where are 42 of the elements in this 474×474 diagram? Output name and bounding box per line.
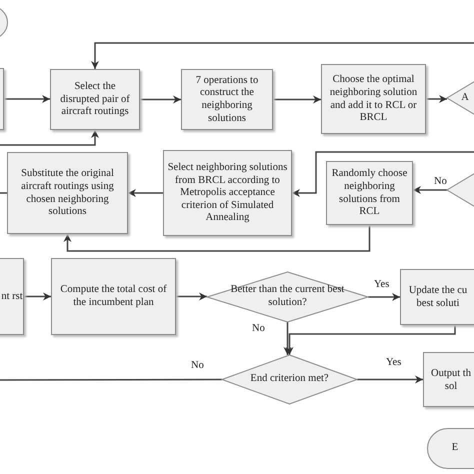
- process-box: [50, 69, 140, 130]
- arrow: [64, 225, 370, 252]
- arrow: [284, 322, 292, 355]
- arrow: [24, 292, 51, 300]
- arrow: [292, 151, 474, 197]
- node-text: 7 operations to construct the neighboring solutions: [194, 74, 260, 126]
- arrow: [176, 292, 207, 300]
- node-text: Update the cu best soluti: [408, 285, 468, 311]
- process-box: [181, 69, 273, 130]
- node-text: A: [461, 92, 469, 104]
- process-box: [321, 64, 426, 134]
- decision-diamond: [207, 272, 368, 322]
- process-box: [326, 161, 413, 225]
- node-text: End criterion met?: [250, 373, 329, 386]
- node-text: Choose the optimal neighboring solution and add it to RCL or BRCL: [328, 74, 418, 125]
- arrow: [286, 325, 456, 355]
- process-box: [51, 258, 176, 335]
- process-box: [400, 269, 474, 325]
- process-box: [163, 150, 292, 236]
- arrow: [426, 95, 447, 103]
- arrow: [273, 96, 321, 104]
- arrow: [4, 95, 50, 103]
- arrow: [91, 42, 474, 69]
- arrow: [357, 376, 423, 384]
- arrow: [368, 293, 400, 301]
- connector-line: [0, 378, 222, 381]
- node-text: Output th sol: [430, 368, 472, 394]
- node-text: Select the disrupted pair of aircraft routings: [59, 81, 131, 119]
- process-box: [423, 352, 474, 407]
- arrow: [413, 186, 447, 194]
- process-box: [7, 152, 128, 234]
- node-text: Substitute the original aircraft routings using chosen neighboring solutions: [20, 168, 115, 219]
- arrow: [0, 130, 99, 194]
- node-text: nt rst: [1, 291, 23, 304]
- node-text: Select neighboring solutions from BRCL according to Metropolis acceptance criterion of Simulated Annealing: [167, 162, 288, 225]
- node-text: E: [452, 442, 458, 455]
- arrow: [128, 189, 163, 197]
- arrow: [140, 96, 181, 104]
- node-text: Randomly choose neighboring solutions from RCL: [330, 168, 408, 219]
- node-text: Better than the current best solution?: [230, 284, 346, 310]
- node-text: Compute the total cost of the incumbent plan: [59, 284, 168, 310]
- decision-diamond: [222, 355, 357, 404]
